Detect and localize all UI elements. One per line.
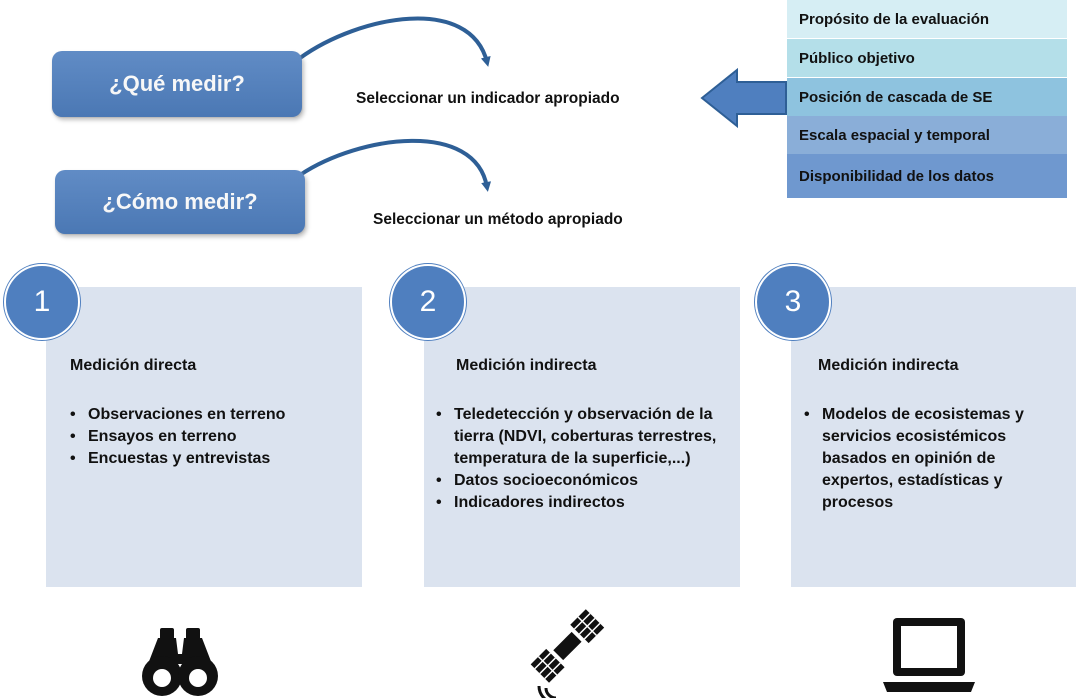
criteria-label: Propósito de la evaluación	[799, 10, 990, 28]
criteria-item-purpose: Propósito de la evaluación	[787, 0, 1067, 38]
list-item: Indicadores indirectos	[432, 492, 722, 514]
method-title-2: Medición indirecta	[456, 357, 597, 374]
criteria-label: Público objetivo	[799, 49, 915, 67]
criteria-label: Disponibilidad de los datos	[799, 167, 995, 185]
what-to-measure-label: ¿Qué medir?	[109, 71, 245, 96]
criteria-item-data: Disponibilidad de los datos	[787, 154, 1067, 198]
criteria-arrow	[700, 67, 787, 129]
criteria-item-audience: Público objetivo	[787, 39, 1067, 77]
arrow-to-indicator	[298, 16, 491, 67]
method-title-3: Medición indirecta	[818, 357, 959, 374]
arrow-to-method	[298, 138, 492, 192]
method-list-1: Observaciones en terreno Ensayos en terr…	[66, 404, 356, 470]
method-list-3: Modelos de ecosistemas y servicios ecosi…	[800, 404, 1062, 514]
method-number-2: 2	[390, 264, 466, 340]
method-title-1: Medición directa	[70, 357, 197, 374]
what-to-measure-box: ¿Qué medir?	[51, 50, 303, 118]
method-number-1: 1	[4, 264, 80, 340]
criteria-item-scale: Escala espacial y temporal	[787, 116, 1067, 154]
laptop-icon	[883, 618, 975, 692]
how-to-measure-label: ¿Cómo medir?	[102, 189, 258, 214]
criteria-label: Escala espacial y temporal	[799, 126, 990, 144]
method-number-3: 3	[755, 264, 831, 340]
list-item: Encuestas y entrevistas	[66, 448, 356, 470]
how-to-measure-box: ¿Cómo medir?	[54, 169, 306, 235]
list-item: Modelos de ecosistemas y servicios ecosi…	[800, 404, 1062, 514]
criteria-item-cascade: Posición de cascada de SE	[787, 78, 1067, 116]
method-list-2: Teledetección y observación de la tierra…	[432, 404, 722, 514]
select-indicator-text: Seleccionar un indicador apropiado	[356, 90, 620, 107]
select-method-text: Seleccionar un método apropiado	[373, 211, 623, 228]
satellite-icon	[530, 609, 605, 698]
list-item: Teledetección y observación de la tierra…	[432, 404, 722, 470]
binoculars-icon	[142, 628, 218, 696]
list-item: Observaciones en terreno	[66, 404, 356, 426]
criteria-label: Posición de cascada de SE	[799, 88, 993, 106]
list-item: Datos socioeconómicos	[432, 470, 722, 492]
list-item: Ensayos en terreno	[66, 426, 356, 448]
